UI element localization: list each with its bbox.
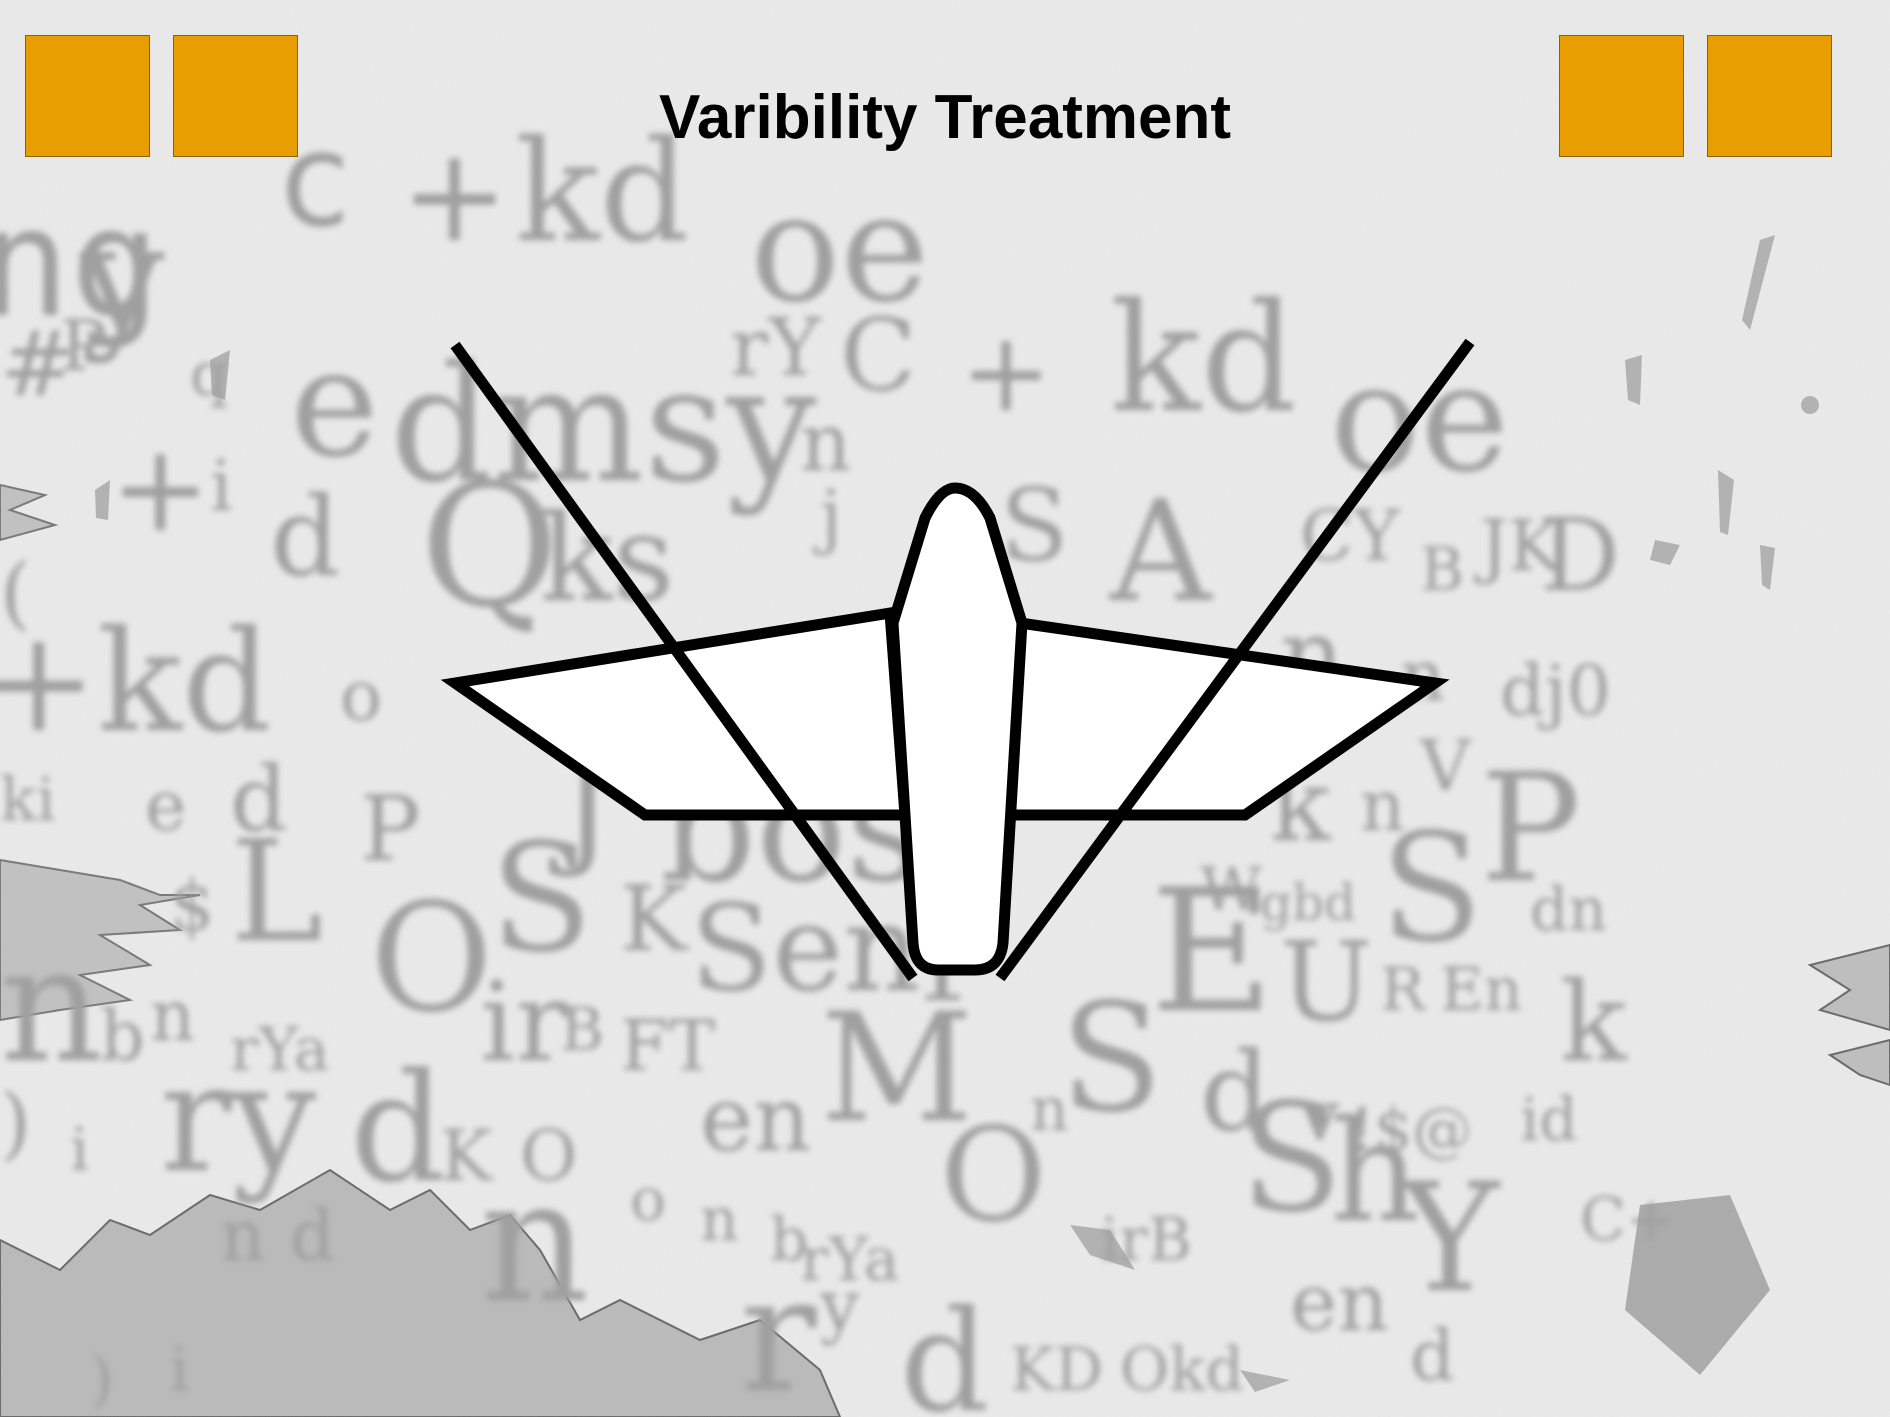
accent-square-top-left-2 xyxy=(173,35,298,157)
accent-square-top-right-2 xyxy=(1707,35,1832,157)
v-tail-line-right xyxy=(995,338,1475,982)
wing-left xyxy=(440,606,911,821)
accent-square-top-right-1 xyxy=(1559,35,1684,157)
accent-square-top-left-1 xyxy=(25,35,150,157)
v-tail-line-left xyxy=(450,341,918,982)
fuselage xyxy=(887,482,1028,976)
slide-title: Varibility Treatment xyxy=(659,83,1231,152)
wing-right xyxy=(999,616,1450,821)
